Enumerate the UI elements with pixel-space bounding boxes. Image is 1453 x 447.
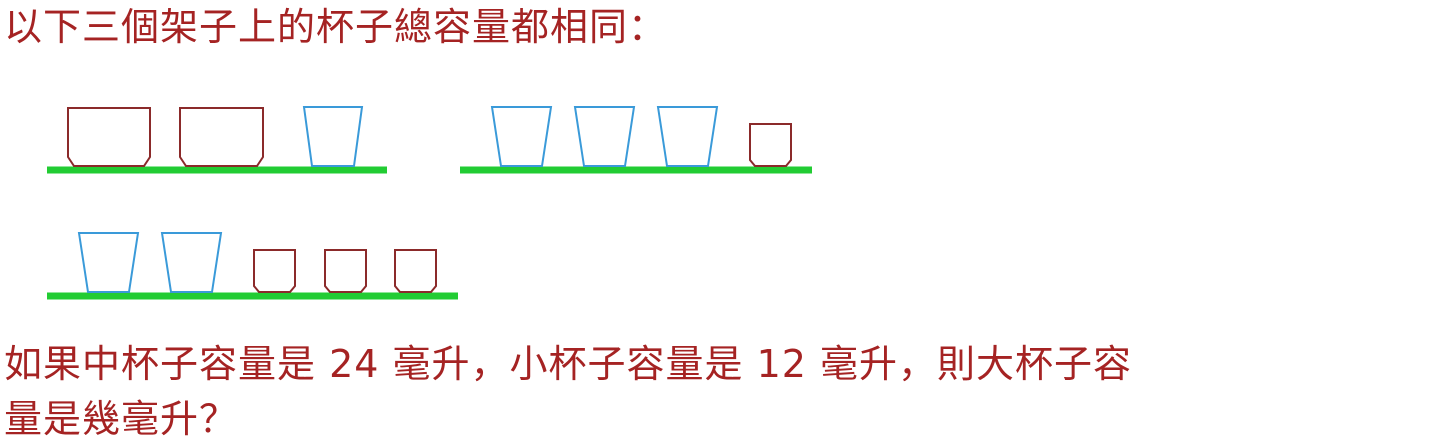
question-intro: 以下三個架子上的杯子總容量都相同： xyxy=(4,5,668,49)
small-cup xyxy=(749,123,792,167)
small-cup xyxy=(253,249,296,293)
medium-cup xyxy=(77,232,140,293)
medium-cup xyxy=(302,106,364,167)
question-body-line-2: 量是幾毫升？ xyxy=(4,397,239,441)
medium-cup xyxy=(573,106,636,167)
shelf-3-group xyxy=(47,232,458,300)
medium-cup xyxy=(656,106,719,167)
medium-cup xyxy=(490,106,553,167)
small-cup xyxy=(324,249,367,293)
large-cup xyxy=(67,107,151,167)
question-body-line-1: 如果中杯子容量是 24 毫升，小杯子容量是 12 毫升，則大杯子容 xyxy=(4,342,1133,386)
medium-cup xyxy=(160,232,223,293)
large-cup xyxy=(179,107,264,167)
small-cup xyxy=(394,249,437,293)
shelf-2-group xyxy=(460,106,812,174)
shelf-1-group xyxy=(47,106,387,174)
